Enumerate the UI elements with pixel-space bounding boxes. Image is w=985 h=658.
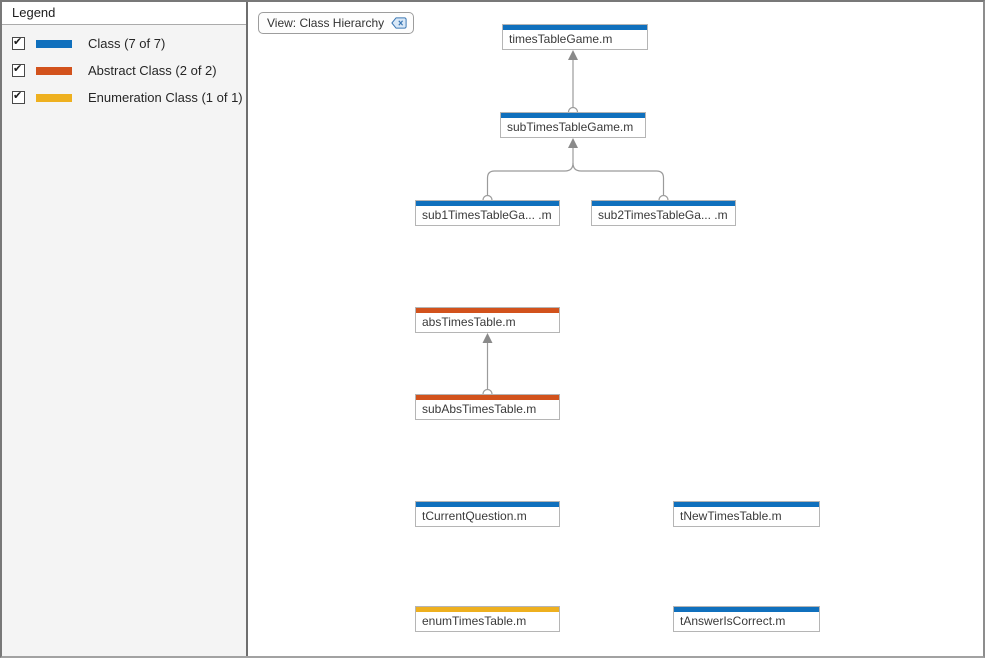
graph-node-absTimesTable[interactable]: absTimesTable.m	[415, 307, 560, 333]
view-filter-chip[interactable]: View: Class Hierarchy	[258, 12, 415, 34]
graph-node-sub1TimesTableGame[interactable]: sub1TimesTableGa... .m	[415, 200, 560, 226]
legend-item-label: Enumeration Class (1 of 1)	[88, 90, 243, 105]
node-type-bar	[416, 607, 559, 612]
node-type-bar	[674, 607, 819, 612]
legend-swatch-abstract-class	[36, 66, 72, 75]
node-label: sub1TimesTableGa... .m	[422, 208, 552, 222]
arrowhead-up-icon	[568, 138, 578, 148]
view-filter-label: View: Class Hierarchy	[267, 16, 385, 30]
checkmark-icon: ✔	[13, 63, 23, 75]
node-label: sub2TimesTableGa... .m	[598, 208, 728, 222]
node-type-bar	[503, 25, 647, 30]
clear-view-filter-icon[interactable]	[391, 17, 407, 29]
node-label: timesTableGame.m	[509, 32, 613, 46]
legend-list: ✔ Class (7 of 7) ✔ Abstract Class (2 of …	[2, 25, 246, 111]
graph-node-subTimesTableGame[interactable]: subTimesTableGame.m	[500, 112, 646, 138]
legend-item-label: Class (7 of 7)	[88, 36, 166, 51]
graph-node-enumTimesTable[interactable]: enumTimesTable.m	[415, 606, 560, 632]
graph-node-sub2TimesTableGame[interactable]: sub2TimesTableGa... .m	[591, 200, 736, 226]
node-label: tCurrentQuestion.m	[422, 509, 527, 523]
node-label: subAbsTimesTable.m	[422, 402, 537, 416]
graph-node-tCurrentQuestion[interactable]: tCurrentQuestion.m	[415, 501, 560, 527]
legend-swatch-enumeration-class	[36, 93, 72, 102]
legend-checkbox-abstract-class[interactable]: ✔	[12, 63, 25, 77]
node-type-bar	[416, 502, 559, 507]
node-type-bar	[592, 201, 735, 206]
node-type-bar	[416, 308, 559, 313]
checkmark-icon: ✔	[13, 90, 23, 102]
node-label: tNewTimesTable.m	[680, 509, 782, 523]
node-label: enumTimesTable.m	[422, 614, 527, 628]
arrowhead-up-icon	[568, 50, 578, 60]
node-type-bar	[674, 502, 819, 507]
graph-node-timesTableGame[interactable]: timesTableGame.m	[502, 24, 648, 50]
node-type-bar	[501, 113, 645, 118]
node-label: subTimesTableGame.m	[507, 120, 634, 134]
legend-swatch-class	[36, 39, 72, 48]
legend-checkbox-class[interactable]: ✔	[12, 36, 25, 50]
legend-item-abstract-class: ✔ Abstract Class (2 of 2)	[2, 57, 246, 84]
backspace-x-icon	[391, 17, 407, 29]
node-label: absTimesTable.m	[422, 315, 516, 329]
graph-node-tNewTimesTable[interactable]: tNewTimesTable.m	[673, 501, 820, 527]
legend-item-enumeration-class: ✔ Enumeration Class (1 of 1)	[2, 84, 246, 111]
node-type-bar	[416, 201, 559, 206]
graph-edges	[482, 50, 669, 400]
node-type-bar	[416, 395, 559, 400]
checkmark-icon: ✔	[13, 36, 23, 48]
graph-node-subAbsTimesTable[interactable]: subAbsTimesTable.m	[415, 394, 560, 420]
legend-title: Legend	[2, 2, 246, 25]
legend-item-class: ✔ Class (7 of 7)	[2, 30, 246, 57]
arrowhead-up-icon	[482, 333, 493, 343]
graph-canvas[interactable]: timesTableGame.m subTimesTableGame.m sub1T…	[248, 2, 983, 656]
node-label: tAnswerIsCorrect.m	[680, 614, 786, 628]
legend-checkbox-enumeration-class[interactable]: ✔	[12, 90, 25, 104]
legend-item-label: Abstract Class (2 of 2)	[88, 63, 217, 78]
graph-node-tAnswerIsCorrect[interactable]: tAnswerIsCorrect.m	[673, 606, 820, 632]
legend-panel: Legend ✔ Class (7 of 7) ✔ Abstract Class…	[2, 2, 248, 656]
